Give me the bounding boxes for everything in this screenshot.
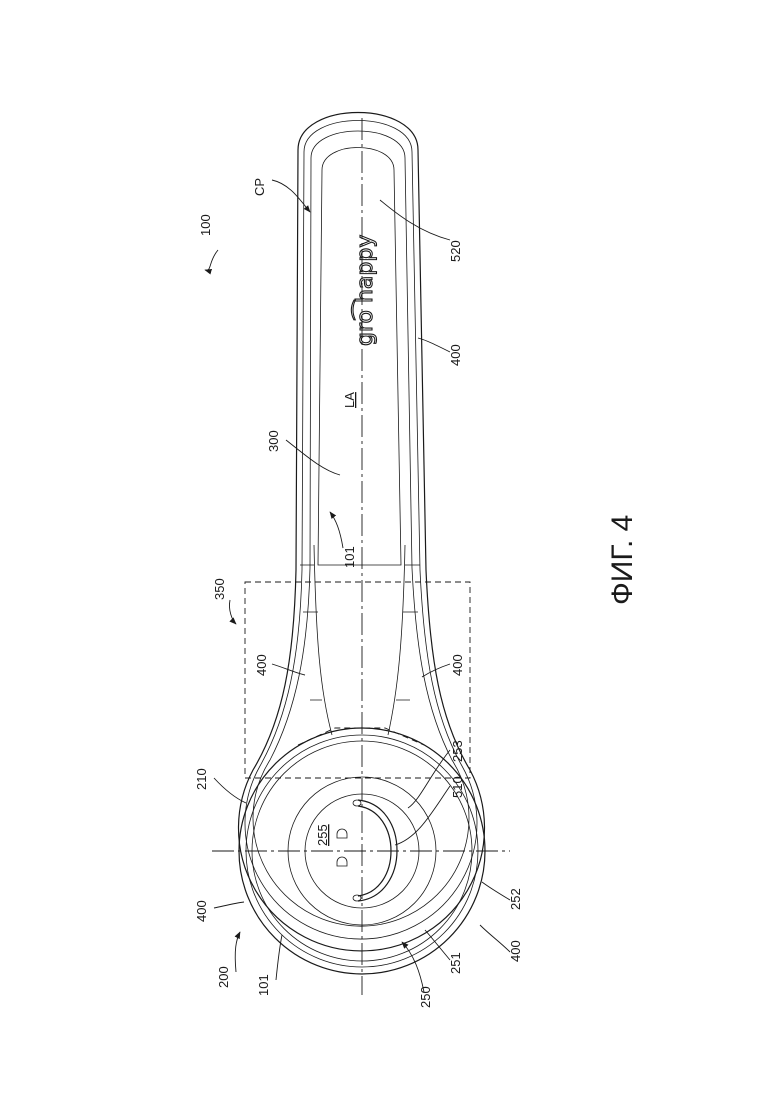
label-250: 250 [418,986,433,1008]
label-210: 210 [194,768,209,790]
label-LA: LA [342,392,357,408]
label-400-head: 400 [194,900,209,922]
label-300: 300 [266,430,281,452]
detail-region-350 [245,582,470,778]
figure-caption: ФИГ. 4 [606,515,639,605]
label-400-left-neck: 400 [254,654,269,676]
label-510: 510 [450,776,465,798]
label-200: 200 [216,966,231,988]
label-255: 255 [315,824,330,846]
brand-logo-text: gro͡ happy [352,235,378,346]
label-350: 350 [212,578,227,600]
label-400-handle: 400 [448,344,463,366]
label-252: 252 [508,888,523,910]
label-101-head: 101 [256,974,271,996]
label-251: 251 [448,952,463,974]
label-100: 100 [198,214,213,236]
label-520: 520 [448,240,463,262]
label-101-handle: 101 [342,546,357,568]
label-CP: CP [252,178,267,196]
label-400-right-neck: 400 [450,654,465,676]
label-253: 253 [450,740,465,762]
label-400-bottom: 400 [508,940,523,962]
